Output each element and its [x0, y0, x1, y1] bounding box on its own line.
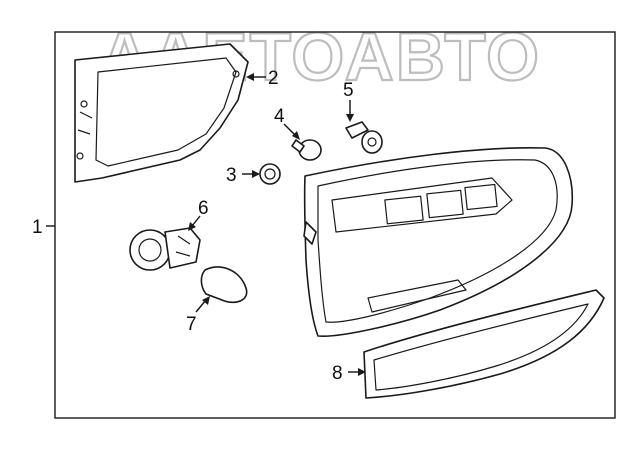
- part-5-pushpin: [345, 121, 383, 154]
- leader-7: [195, 299, 207, 313]
- arrow-6: [188, 222, 196, 231]
- callout-2: 2: [268, 68, 279, 89]
- part-4-screw: [291, 139, 322, 161]
- callout-6: 6: [198, 198, 209, 219]
- arrow-7: [202, 296, 210, 305]
- assembly-frame: [54, 31, 616, 419]
- callout-8: 8: [332, 363, 343, 384]
- part-7-bulb: [200, 266, 248, 304]
- callout-4: 4: [274, 106, 285, 127]
- callout-7: 7: [186, 314, 197, 335]
- arrow-5: [346, 114, 354, 122]
- callout-5: 5: [343, 80, 354, 101]
- part-6-socket: [129, 227, 201, 271]
- part-2-bracket: [74, 43, 249, 183]
- arrow-8: [358, 368, 366, 376]
- callout-3: 3: [226, 165, 237, 186]
- part-3-grommet: [259, 163, 281, 185]
- part-1-lamp-assembly: [303, 146, 574, 337]
- callout-1: 1: [32, 217, 43, 238]
- arrow-3: [252, 170, 260, 178]
- leader-6: [191, 215, 201, 227]
- part-8-trim: [363, 289, 605, 399]
- arrow-2: [246, 73, 254, 81]
- arrow-4: [292, 131, 300, 140]
